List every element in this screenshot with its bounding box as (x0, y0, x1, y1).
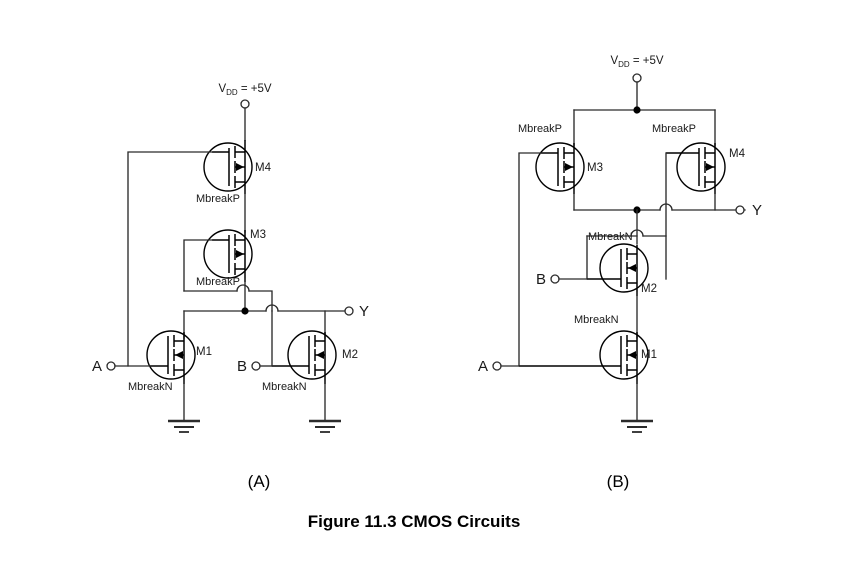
circuit-b-hop-1 (659, 203, 673, 211)
b-m4-pmos-arrow (706, 163, 714, 171)
panel-label-a: (A) (248, 472, 271, 491)
b-m1-model-label: MbreakN (574, 314, 619, 326)
m2-body-circle (287, 330, 337, 380)
b-m1-ref-label: M1 (641, 349, 657, 361)
circuit-b-input-a-label: A (478, 358, 488, 375)
m1-nmos-arrow (175, 351, 183, 359)
panel-label-b: (B) (607, 472, 630, 491)
m3-body-circle (203, 229, 253, 279)
circuit-a-ground-m2 (309, 419, 341, 433)
m4-pmos-arrow (236, 163, 244, 171)
circuit-a-input-b-terminal[interactable] (251, 361, 261, 371)
circuit-a-ground-m1 (168, 419, 200, 433)
circuit-a-vdd-label: VDD = +5V (218, 83, 271, 97)
circuit-b-output-terminal[interactable] (735, 205, 745, 215)
circuit-b-vdd-terminal[interactable] (632, 73, 642, 83)
circuit-a-output-label: Y (359, 303, 369, 320)
b-m2-nmos-arrow (628, 264, 636, 272)
circuit-a-wire-m3-gate-down (248, 290, 273, 312)
circuit-b-output-label: Y (752, 202, 762, 219)
circuit-a-input-a-label: A (92, 358, 102, 375)
circuit-b-input-b-label: B (536, 271, 546, 288)
circuit-a-vdd-terminal[interactable] (240, 99, 250, 109)
circuit-a-hop-1 (236, 284, 250, 292)
m3-ref-label: M3 (250, 229, 266, 241)
circuit-b-hop-2 (630, 229, 644, 237)
m4-model-label: MbreakP (196, 193, 240, 205)
circuit-a-transistor-m4[interactable]: M4 MbreakP (196, 140, 272, 205)
circuit-a-wire-m3-gate-left (183, 239, 213, 292)
b-m1-body-circle (599, 330, 649, 380)
b-m3-body-circle (535, 142, 585, 192)
circuit-a-input-b-label: B (237, 358, 247, 375)
circuit-a-transistor-m2[interactable]: M2 MbreakN (262, 330, 358, 393)
circuit-b: VDD = +5V M3 MbreakP (478, 55, 762, 491)
b-m3-pmos-arrow (565, 163, 573, 171)
m4-ref-label: M4 (255, 162, 272, 174)
circuit-a: VDD = +5V M4 MbreakP (92, 83, 369, 491)
b-m2-ref-label: M2 (641, 283, 657, 295)
circuit-b-vdd-label: VDD = +5V (610, 55, 663, 69)
m3-model-label: MbreakP (196, 276, 240, 288)
circuit-a-wire-a-to-m4-gate (127, 151, 213, 367)
m1-ref-label: M1 (196, 346, 212, 358)
circuit-a-input-a-terminal[interactable] (106, 361, 116, 371)
circuit-b-input-a-terminal[interactable] (492, 361, 502, 371)
circuit-b-wire-a-to-m3-gate (518, 152, 542, 367)
circuit-b-transistor-m2[interactable]: M2 MbreakN MbreakN (587, 231, 657, 296)
b-m1-nmos-arrow (628, 351, 636, 359)
circuit-a-hop-2 (265, 304, 279, 312)
circuit-b-input-b-terminal[interactable] (550, 274, 560, 284)
circuit-a-output-junction (241, 307, 249, 315)
m2-ref-label: M2 (342, 349, 358, 361)
circuit-a-transistor-m3[interactable]: M3 MbreakP (196, 229, 266, 288)
circuit-a-output-terminal[interactable] (344, 306, 354, 316)
b-m3-model-label: MbreakP (518, 123, 562, 135)
circuit-b-vdd-junction (633, 106, 641, 114)
figure-caption: Figure 11.3 CMOS Circuits (308, 512, 521, 531)
circuit-b-transistor-m4[interactable]: M4 MbreakP (652, 123, 746, 194)
b-m2-model-label-visible: MbreakN (588, 231, 633, 243)
b-m3-ref-label: M3 (587, 162, 603, 174)
circuit-a-transistor-m1[interactable]: M1 MbreakN (128, 330, 212, 393)
m4-body-circle (203, 142, 253, 192)
circuit-b-transistor-m3[interactable]: M3 MbreakP (518, 123, 603, 194)
m2-nmos-arrow (316, 351, 324, 359)
b-m4-model-label: MbreakP (652, 123, 696, 135)
m3-pmos-arrow (236, 250, 244, 258)
m1-model-label: MbreakN (128, 381, 173, 393)
circuit-b-transistor-m1[interactable]: M1 MbreakN (519, 314, 657, 384)
m2-model-label: MbreakN (262, 381, 307, 393)
b-m2-body-circle (599, 243, 649, 293)
m1-body-circle (146, 330, 196, 380)
circuit-b-ground (621, 419, 653, 433)
b-m4-ref-label: M4 (729, 148, 746, 160)
b-m4-body-circle (676, 142, 726, 192)
